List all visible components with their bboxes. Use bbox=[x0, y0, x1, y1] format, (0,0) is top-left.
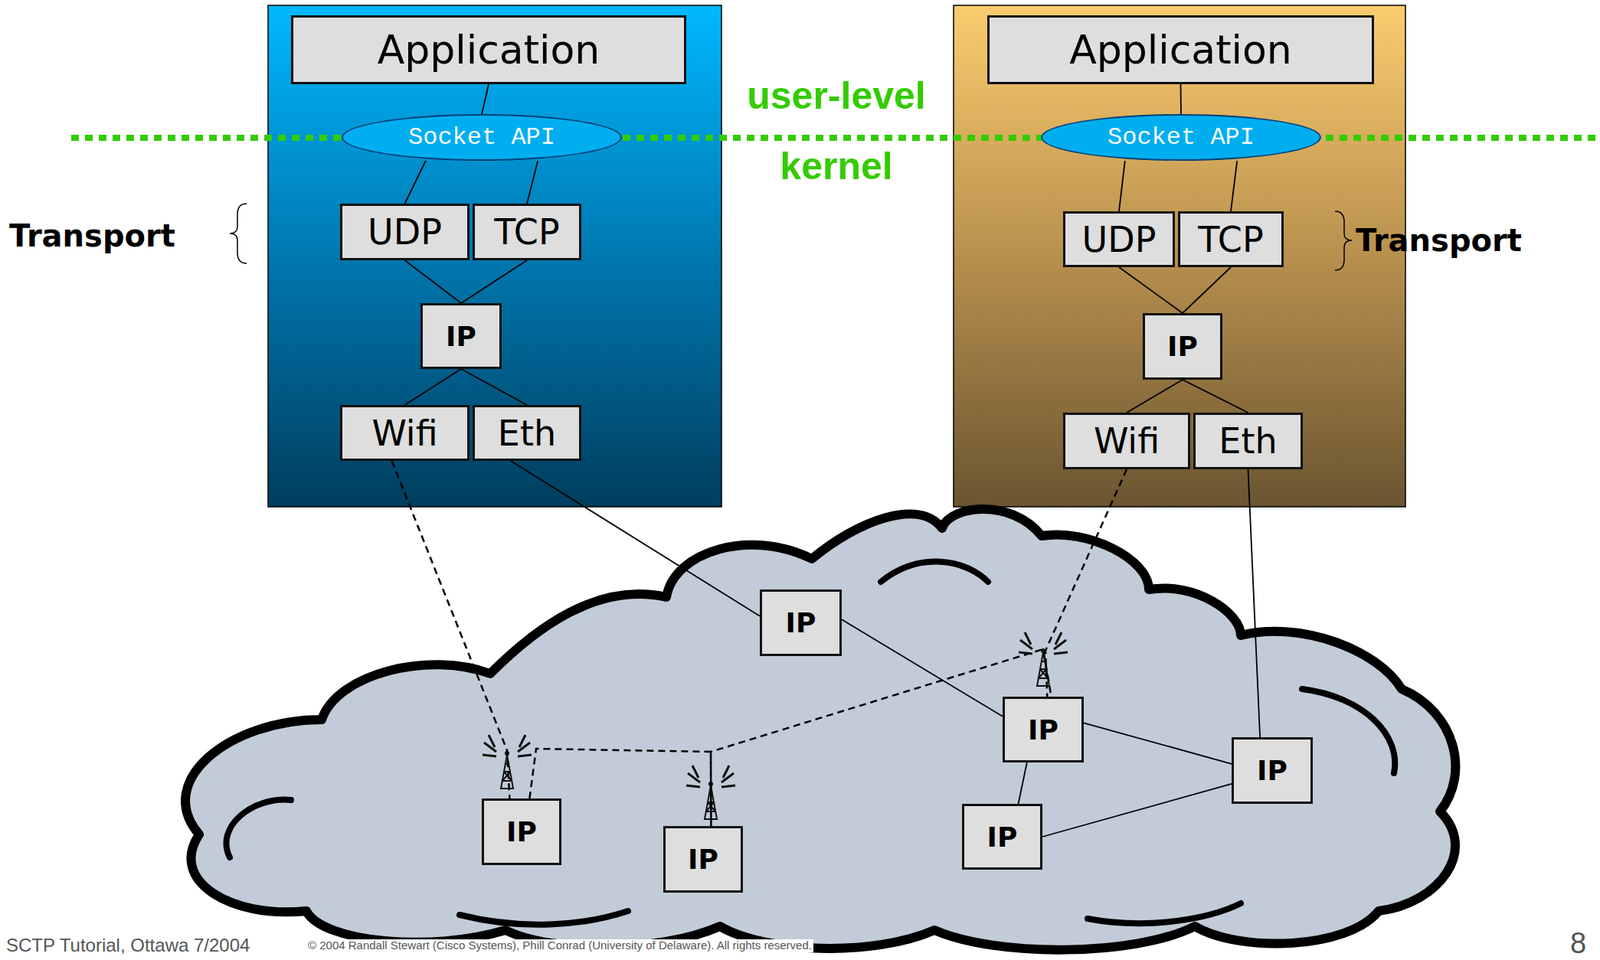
protocol-label: Application bbox=[377, 26, 601, 73]
wireless-link bbox=[392, 461, 511, 799]
socket-api-ellipse: Socket API bbox=[341, 114, 622, 161]
protocol-box: TCP bbox=[1177, 211, 1284, 268]
privilege-label: user-level bbox=[746, 75, 926, 118]
protocol-box: IP bbox=[1142, 313, 1223, 380]
layer-label: Transport bbox=[1355, 223, 1522, 258]
protocol-box: IP bbox=[961, 804, 1043, 871]
protocol-label: IP bbox=[785, 607, 817, 639]
wired-link bbox=[1126, 379, 1183, 413]
protocol-label: Wifi bbox=[1093, 420, 1160, 462]
protocol-label: IP bbox=[1027, 714, 1059, 747]
wireless-link bbox=[1045, 469, 1127, 697]
wired-link bbox=[1083, 723, 1232, 764]
protocol-label: IP bbox=[1256, 755, 1288, 787]
wired-link bbox=[1180, 84, 1182, 115]
wired-link bbox=[1119, 267, 1183, 314]
wired-link bbox=[1042, 784, 1232, 838]
wired-link bbox=[841, 619, 1003, 717]
antenna-tower bbox=[1018, 632, 1068, 687]
wired-link bbox=[405, 369, 462, 406]
protocol-label: IP bbox=[1167, 330, 1198, 363]
protocol-label: Eth bbox=[497, 412, 557, 455]
wired-link bbox=[1018, 762, 1028, 805]
protocol-box: Wifi bbox=[1063, 412, 1191, 470]
protocol-label: IP bbox=[445, 320, 477, 353]
wired-link bbox=[1182, 267, 1231, 314]
wired-link bbox=[461, 369, 527, 406]
protocol-label: TCP bbox=[1197, 219, 1263, 261]
protocol-box: IP bbox=[1231, 737, 1313, 805]
network-cloud bbox=[185, 509, 1456, 951]
protocol-box: Application bbox=[987, 15, 1375, 85]
protocol-label: TCP bbox=[494, 211, 560, 253]
cloud-contour bbox=[225, 562, 1395, 926]
protocol-box: TCP bbox=[472, 203, 582, 261]
protocol-label: IP bbox=[687, 844, 719, 876]
protocol-box: Eth bbox=[1193, 412, 1303, 470]
bracket bbox=[1334, 211, 1352, 271]
footer-note: SCTP Tutorial, Ottawa 7/2004 bbox=[4, 935, 252, 956]
api-label: Socket API bbox=[408, 123, 556, 152]
page-number: 8 bbox=[1568, 928, 1588, 960]
protocol-label: IP bbox=[506, 816, 537, 848]
protocol-label: IP bbox=[987, 821, 1018, 854]
wired-link bbox=[526, 160, 538, 204]
wired-link bbox=[405, 160, 426, 204]
wired-link bbox=[1230, 160, 1237, 212]
socket-api-ellipse: Socket API bbox=[1040, 114, 1322, 161]
privilege-label: kernel bbox=[779, 145, 893, 188]
api-label: Socket API bbox=[1107, 123, 1255, 152]
protocol-box: Eth bbox=[472, 405, 582, 462]
wired-link bbox=[405, 260, 462, 304]
protocol-box: IP bbox=[663, 826, 743, 894]
host-panel bbox=[953, 5, 1406, 508]
user-kernel-boundary bbox=[71, 134, 1600, 141]
layer-label: Transport bbox=[9, 219, 176, 253]
protocol-label: Eth bbox=[1218, 420, 1277, 462]
protocol-box: IP bbox=[481, 798, 562, 866]
bracket bbox=[229, 203, 247, 264]
protocol-label: UDP bbox=[367, 211, 442, 253]
protocol-label: UDP bbox=[1082, 219, 1157, 261]
wired-link bbox=[481, 84, 489, 115]
protocol-box: UDP bbox=[340, 203, 470, 261]
protocol-label: Application bbox=[1069, 26, 1293, 73]
host-panel bbox=[268, 5, 722, 508]
protocol-box: IP bbox=[420, 303, 502, 370]
protocol-label: Wifi bbox=[371, 412, 438, 455]
wired-link bbox=[1119, 160, 1126, 212]
protocol-box: IP bbox=[759, 589, 842, 657]
protocol-box: IP bbox=[1002, 696, 1084, 763]
wired-link bbox=[1182, 379, 1249, 413]
protocol-box: Application bbox=[291, 15, 687, 85]
wired-link bbox=[510, 461, 760, 617]
protocol-box: Wifi bbox=[340, 405, 470, 462]
protocol-box: UDP bbox=[1063, 211, 1175, 268]
wired-link bbox=[461, 260, 527, 304]
footer-note: © 2004 Randall Stewart (Cisco Systems), … bbox=[306, 939, 814, 953]
wireless-link bbox=[710, 649, 1052, 827]
wired-link bbox=[1248, 469, 1261, 738]
